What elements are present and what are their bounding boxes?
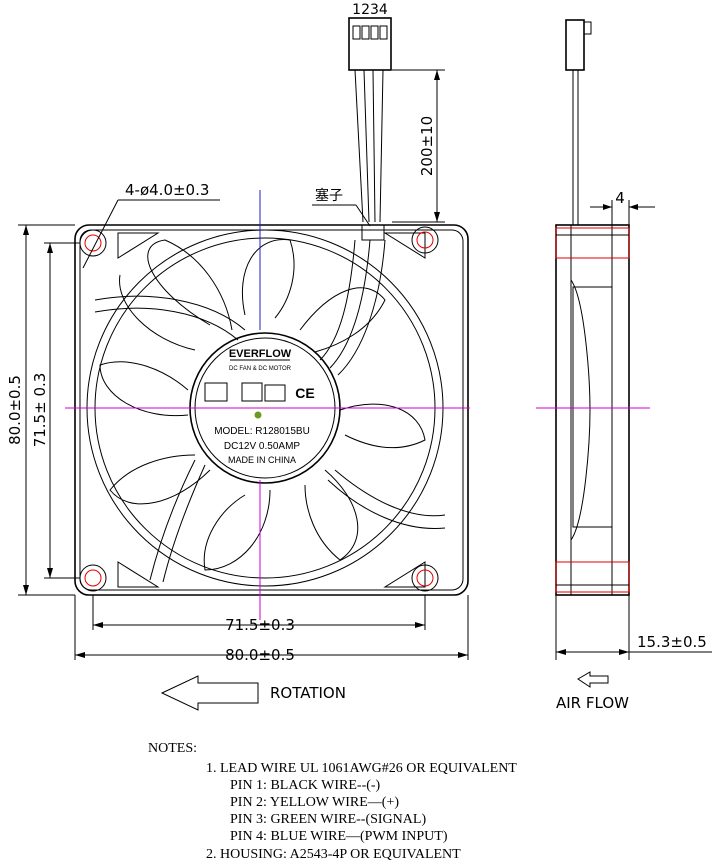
- origin-text: MADE IN CHINA: [228, 455, 296, 465]
- side-offset-dimension: [590, 200, 655, 228]
- width-dimensions: [74, 595, 469, 660]
- notes: NOTES: 1. LEAD WIRE UL 1061AWG#26 OR EQU…: [148, 741, 517, 862]
- connector-pins-label: 1234: [352, 2, 388, 18]
- side-view: [536, 19, 650, 596]
- rating-text: DC12V 0.50AMP: [224, 441, 300, 452]
- height-outer-label: 80.0±0.5: [6, 375, 24, 445]
- ul-mark-icon: [204, 382, 228, 402]
- ce-mark-icon: CE: [295, 385, 314, 401]
- lead-length-dimension: [392, 69, 445, 223]
- width-outer-label: 80.0±0.5: [225, 646, 295, 664]
- brand-text: EVERFLOW: [229, 348, 292, 360]
- wire-channel: [319, 239, 356, 361]
- holes-callout: 4-ø4.0±0.3: [125, 181, 209, 199]
- note-line: PIN 4: BLUE WIRE—(PWM INPUT): [230, 829, 448, 844]
- cert-mark-icon: [264, 384, 286, 402]
- note-line: 2. HOUSING: A2543-4P OR EQUIVALENT: [206, 847, 461, 862]
- led-dot-icon: [254, 411, 262, 419]
- plug-label: 塞子: [315, 187, 343, 204]
- width-holes-label: 71.5±0.3: [225, 616, 295, 634]
- hub-label: EVERFLOW DC FAN & DC MOTOR CE MODEL: R12…: [204, 348, 315, 465]
- note-line: PIN 1: BLACK WIRE--(-): [230, 778, 381, 793]
- depth-label: 15.3±0.5: [637, 633, 707, 651]
- front-view: [65, 190, 470, 620]
- depth-dimension: [555, 595, 712, 660]
- notes-title: NOTES:: [148, 741, 197, 756]
- height-dimensions: [18, 224, 80, 596]
- lead-length-label: 200±10: [418, 116, 436, 176]
- side-offset-label: 4: [615, 189, 625, 207]
- strut: [94, 295, 246, 331]
- air-flow-label: AIR FLOW: [556, 694, 629, 712]
- mounting-holes: [79, 226, 439, 592]
- height-holes-label: 71.5± 0.3: [31, 373, 49, 448]
- lead-wire: [348, 17, 392, 223]
- fan-blades: [99, 239, 426, 571]
- note-line: PIN 3: GREEN WIRE--(SIGNAL): [230, 812, 426, 827]
- tuv-mark-icon: [241, 382, 263, 402]
- note-line: PIN 2: YELLOW WIRE—(+): [230, 795, 399, 810]
- connector-housing: [348, 17, 392, 71]
- rotation-label: ROTATION: [270, 684, 346, 702]
- model-text: MODEL: R128015BU: [214, 426, 310, 437]
- note-line: 1. LEAD WIRE UL 1061AWG#26 OR EQUIVALENT: [206, 761, 517, 776]
- tagline-text: DC FAN & DC MOTOR: [229, 366, 292, 372]
- side-frame: [555, 224, 630, 596]
- side-connector: [565, 19, 585, 71]
- rotation-arrow-icon: [160, 675, 259, 711]
- air-flow-arrow-icon: [577, 671, 609, 688]
- fan-frame: [74, 224, 469, 596]
